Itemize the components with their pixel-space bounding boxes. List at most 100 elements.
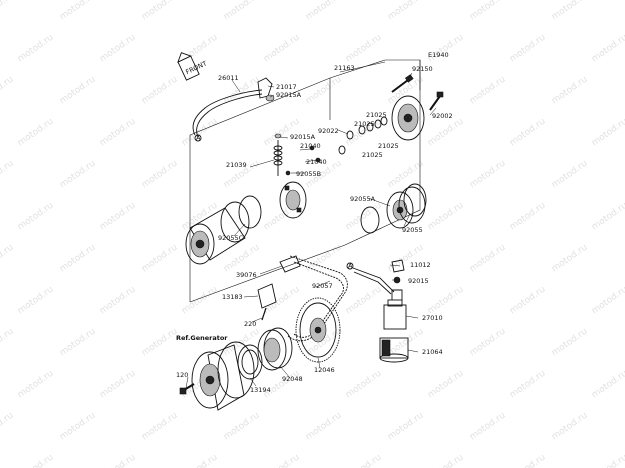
watermark-text: motod.ru	[468, 243, 508, 275]
diagram-code: E1940	[428, 51, 449, 59]
label-120: 120	[176, 371, 188, 379]
label-21064: 21064	[422, 348, 443, 356]
watermark-text: motod.ru	[590, 453, 625, 468]
watermark-text: motod.ru	[262, 33, 302, 65]
watermark-text: motod.ru	[58, 0, 98, 22]
watermark-text: motod.ru	[0, 411, 16, 443]
watermark-text: motod.ru	[508, 453, 548, 468]
watermark-text: motod.ru	[426, 201, 466, 233]
label-92057: 92057	[312, 282, 333, 290]
watermark-text: motod.ru	[344, 453, 384, 468]
bolt-92150	[391, 74, 414, 93]
watermark-text: motod.ru	[550, 159, 590, 191]
watermark-text: motod.ru	[386, 0, 426, 22]
bolt-92002	[429, 91, 444, 111]
leader-lines	[185, 61, 437, 389]
watermark-text: motod.ru	[180, 285, 220, 317]
watermark-text: motod.ru	[550, 327, 590, 359]
label-220: 220	[244, 320, 256, 328]
watermark-text: motod.ru	[468, 0, 508, 22]
watermark-text: motod.ru	[16, 117, 56, 149]
end-cover	[391, 95, 425, 141]
watermark-text: motod.ru	[386, 411, 426, 443]
starter-relay	[383, 289, 407, 330]
watermark-text: motod.ru	[468, 411, 508, 443]
watermark-text: motod.ru	[98, 369, 138, 401]
watermark-text: motod.ru	[262, 369, 302, 401]
watermark-text: motod.ru	[58, 159, 98, 191]
label-21025-d: 21025	[362, 151, 383, 159]
watermark-text: motod.ru	[550, 411, 590, 443]
watermark-text: motod.ru	[58, 327, 98, 359]
chain-guide	[279, 255, 301, 273]
label-13183: 13183	[222, 293, 243, 301]
watermark-text: motod.ru	[98, 33, 138, 65]
label-12046: 12046	[314, 366, 335, 374]
callout-a-left	[194, 134, 202, 142]
watermark-text: motod.ru	[98, 117, 138, 149]
label-92055a: 92055A	[350, 195, 376, 203]
watermark-text: motod.ru	[426, 369, 466, 401]
label-21025-b: 21025	[354, 120, 375, 128]
watermark-text: motod.ru	[140, 243, 180, 275]
bearing	[257, 327, 293, 371]
watermark-text: motod.ru	[262, 453, 302, 468]
starter-chain	[287, 255, 348, 342]
watermark-text: motod.ru	[590, 117, 625, 149]
label-92055b: 92055B	[296, 170, 321, 178]
watermark-text: motod.ru	[222, 0, 262, 22]
driven-sprocket	[295, 297, 341, 363]
watermark-text: motod.ru	[180, 453, 220, 468]
starter-motor-yoke	[185, 195, 262, 265]
watermark-text: motod.ru	[304, 243, 344, 275]
label-92015: 92015	[408, 277, 429, 285]
watermark-text: motod.ru	[58, 243, 98, 275]
watermark-text: motod.ru	[468, 75, 508, 107]
label-21163: 21163	[334, 64, 355, 72]
watermark-text: motod.ru	[222, 411, 262, 443]
label-13194: 13194	[250, 386, 271, 394]
watermark-text: motod.ru	[550, 243, 590, 275]
watermark-text: motod.ru	[180, 117, 220, 149]
watermark-text: motod.ru	[16, 33, 56, 65]
watermark-text: motod.ru	[140, 0, 180, 22]
label-92150: 92150	[412, 65, 433, 73]
watermark-text: motod.ru	[58, 411, 98, 443]
watermark-text: motod.ru	[58, 75, 98, 107]
watermark-text: motod.ru	[98, 453, 138, 468]
watermark-text: motod.ru	[426, 285, 466, 317]
watermark-text: motod.ru	[344, 285, 384, 317]
callout-a-right	[346, 262, 354, 270]
watermark-text: motod.ru	[550, 0, 590, 22]
label-92002: 92002	[432, 112, 453, 120]
label-21039: 21039	[226, 161, 247, 169]
guide-bracket	[257, 283, 277, 321]
watermark-text: motod.ru	[508, 201, 548, 233]
watermark-text: motod.ru	[140, 159, 180, 191]
watermark-text: motod.ru	[140, 411, 180, 443]
label-92015a-top: 92015A	[276, 91, 302, 99]
watermark-text: motod.ru	[344, 33, 384, 65]
exploded-view-frame	[189, 59, 421, 303]
label-21040-b: 21040	[306, 158, 327, 166]
label-27010: 27010	[422, 314, 443, 322]
watermark-text: motod.ru	[344, 369, 384, 401]
watermark-text: motod.ru	[16, 285, 56, 317]
watermark-text: motod.ru	[304, 411, 344, 443]
generator-rotor	[191, 341, 255, 411]
watermark-text: motod.ru	[0, 327, 16, 359]
washer-set	[338, 116, 388, 155]
watermark-text: motod.ru	[262, 285, 302, 317]
label-92022: 92022	[318, 127, 339, 135]
part-labels: 92150 21163 26011 21017 92015A 92002 920…	[176, 64, 453, 394]
watermark-text: motod.ru	[426, 117, 466, 149]
watermark-text: motod.ru	[468, 159, 508, 191]
relay-cover	[379, 337, 409, 363]
watermark-text: motod.ru	[508, 33, 548, 65]
label-92055c: 92055C	[218, 234, 244, 242]
watermark-text: motod.ru	[180, 201, 220, 233]
o-ring	[403, 183, 427, 217]
watermark-text: motod.ru	[16, 453, 56, 468]
